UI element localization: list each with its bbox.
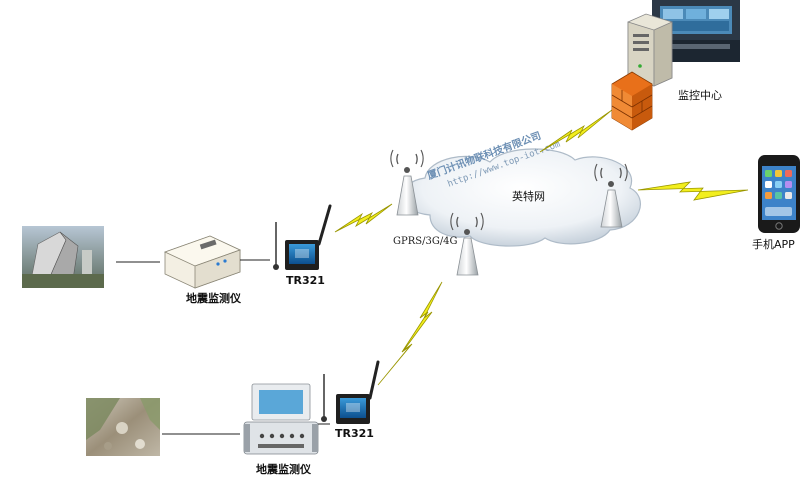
gateway-label-bottom: TR321 [335, 427, 374, 440]
wireless-link-top-gateway [334, 203, 393, 233]
wireless-link-firewall [539, 109, 613, 153]
monitor-center-photo [652, 0, 740, 62]
internet-cloud [402, 148, 641, 247]
mobile-phone-icon [758, 155, 800, 233]
mobile-app-label: 手机APP [752, 237, 795, 251]
cell-tower-right [594, 163, 628, 228]
internet-label: 英特网 [512, 189, 545, 203]
seismometer-box-icon [163, 235, 242, 289]
network-type-label: GPRS/3G/4G [393, 236, 458, 247]
seismometer-case-icon [243, 383, 319, 455]
monitor-center-label: 监控中心 [678, 88, 722, 102]
server-icon [627, 13, 673, 87]
firewall-icon [611, 71, 653, 131]
gateway-tr321-top-icon [273, 204, 332, 270]
gateway-label-top: TR321 [286, 274, 325, 287]
wireless-link-mobile [637, 181, 749, 201]
cell-tower-middle [450, 212, 484, 276]
wireless-link-bottom-gateway [377, 281, 443, 386]
gateway-tr321-bottom-icon [321, 360, 380, 424]
cell-tower-left [390, 149, 424, 216]
earthquake-photo-city [22, 226, 104, 288]
seismometer-label-bottom: 地震监测仪 [256, 462, 312, 476]
earthquake-photo-landslide [86, 398, 160, 456]
seismometer-label-top: 地震监测仪 [186, 291, 242, 305]
